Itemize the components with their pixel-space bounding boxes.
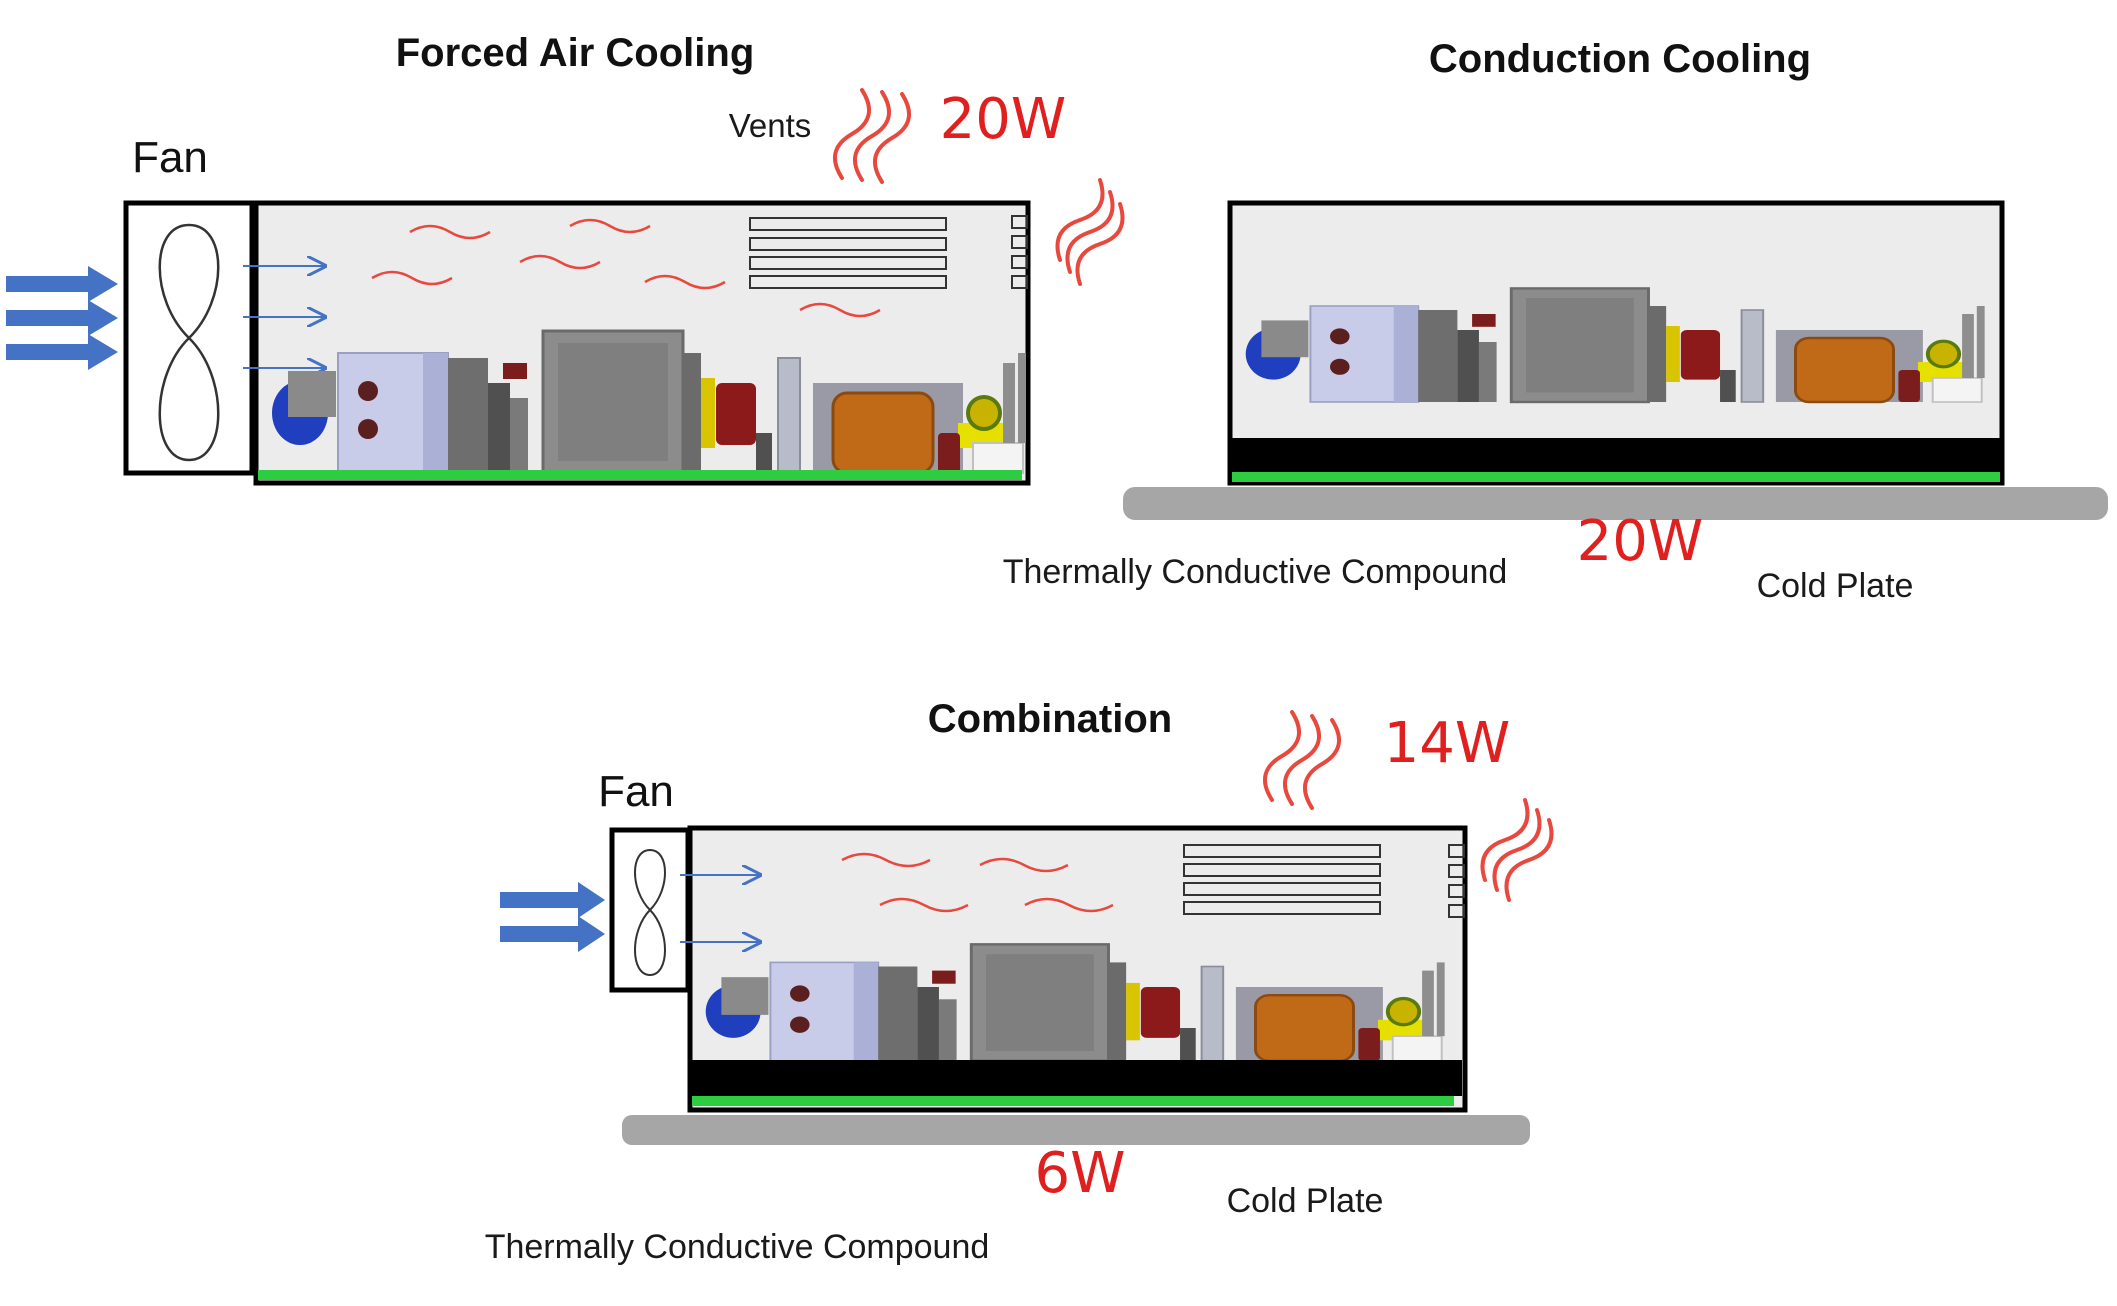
conduction-heat-out: 20W (1577, 509, 1704, 574)
forced-air-pcb (258, 470, 1022, 480)
combination-compound (692, 1060, 1462, 1096)
combination-pcb (692, 1096, 1454, 1106)
combination-title: Combination (928, 697, 1172, 741)
conduction-pcb (1232, 472, 2000, 482)
forced-air-panel: Forced Air Cooling Fan Vents 20W (6, 31, 1125, 486)
conduction-cold-plate (1123, 487, 2108, 520)
forced-air-title: Forced Air Cooling (396, 31, 755, 75)
conduction-compound (1232, 438, 2000, 472)
combination-heat-out-air: 14W (1384, 711, 1511, 776)
conduction-panel: Conduction Cooling 20W Thermally Conduct… (1003, 37, 2108, 605)
combination-compound-label: Thermally Conductive Compound (485, 1228, 990, 1266)
forced-air-fan-label: Fan (132, 133, 208, 182)
conduction-title: Conduction Cooling (1429, 37, 1811, 81)
combination-heat-out-plate: 6W (1035, 1141, 1126, 1206)
inflow-arrows (6, 266, 118, 370)
combination-airflow-arrows (680, 875, 760, 942)
conduction-compound-label: Thermally Conductive Compound (1003, 553, 1508, 591)
combination-fan-icon (609, 827, 691, 993)
combination-panel: Combination Fan 14W (485, 697, 1554, 1266)
combination-fan-label: Fan (598, 767, 674, 816)
combination-internal-heat-waves (841, 852, 1114, 913)
fan-icon (123, 200, 255, 476)
combination-cold-plate (622, 1115, 1530, 1145)
forced-air-heat-out-waves (832, 88, 1125, 286)
internal-heat-waves (371, 218, 881, 318)
vents-label: Vents (729, 107, 812, 144)
combination-vent-slots (1183, 844, 1465, 918)
vent-slots (749, 215, 1028, 289)
forced-air-heat-out: 20W (940, 87, 1067, 152)
combination-heat-out-waves (1262, 710, 1554, 902)
internal-airflow-arrows (243, 266, 325, 368)
combination-cold-plate-label: Cold Plate (1227, 1182, 1384, 1220)
combination-inflow-arrows (500, 882, 605, 952)
conduction-cold-plate-label: Cold Plate (1757, 567, 1914, 605)
